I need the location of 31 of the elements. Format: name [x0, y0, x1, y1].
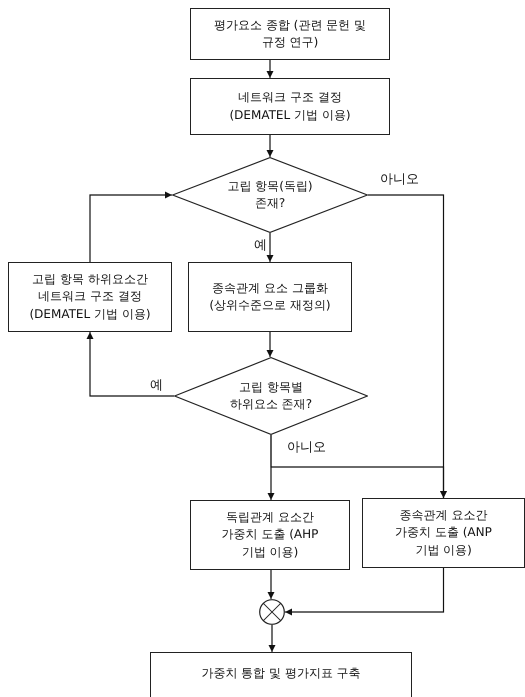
box-label: 가중치 통합 및 평가지표 구축 — [201, 665, 361, 682]
edge-label: 아니오 — [378, 172, 421, 188]
arrow — [86, 332, 174, 397]
edge-label: 아니오 — [285, 440, 328, 456]
arrow — [266, 233, 274, 262]
box-label: 고립 항목 하위요소간 네트워크 구조 결정 (DEMATEL 기법 이용) — [28, 270, 152, 323]
box-label: 고립 항목별 하위요소 존재? — [228, 378, 314, 413]
summing-junction — [259, 599, 285, 625]
arrow — [89, 192, 172, 262]
arrow — [285, 568, 444, 616]
arrow — [266, 332, 274, 357]
process-box — [190, 500, 350, 570]
box-label: 네트워크 구조 결정 (DEMATEL 기법 이용) — [228, 89, 352, 124]
decision-diamond — [172, 157, 368, 233]
process-box — [362, 498, 525, 568]
arrow — [270, 435, 447, 498]
box-label: 독립관계 요소간 가중치 도출 (AHP 기법 이용) — [220, 508, 320, 561]
process-box — [8, 262, 172, 332]
process-box — [190, 78, 390, 135]
process-box — [190, 8, 390, 60]
box-label: 고립 항목(독립) 존재? — [226, 178, 314, 212]
box-label: 평가요소 종합 (관련 문헌 및 규정 연구) — [213, 16, 367, 51]
arrow — [266, 60, 274, 78]
arrow — [268, 570, 274, 599]
box-label: 종속관계 요소 그룹화 (상위수준으로 재정의) — [208, 280, 332, 314]
arrow — [268, 625, 276, 652]
decision-diamond — [174, 357, 368, 435]
process-box — [150, 652, 412, 697]
arrow — [266, 135, 274, 157]
process-box — [188, 262, 352, 332]
box-label: 종속관계 요소간 가중치 도출 (ANP 기법 이용) — [394, 506, 493, 559]
